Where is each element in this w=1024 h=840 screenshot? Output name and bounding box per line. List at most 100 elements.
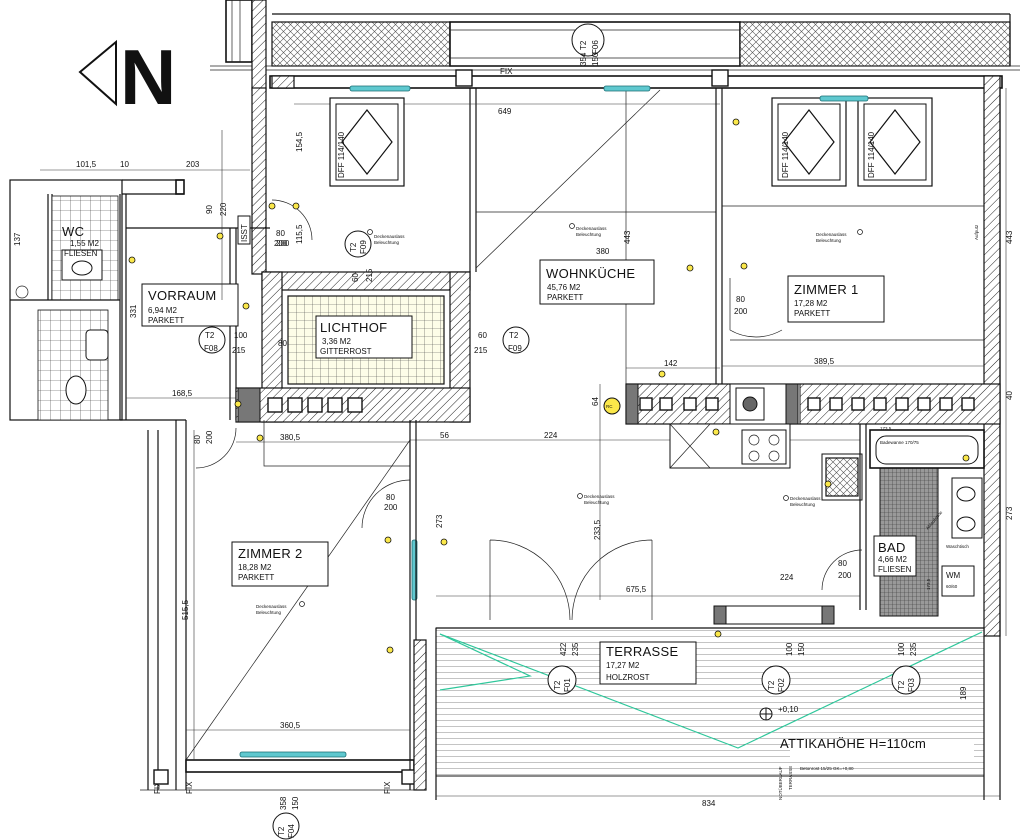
tag-t2f01-b: F01: [563, 678, 572, 692]
tag-t2f01-a: T2: [553, 680, 562, 690]
dim-168-5: 168,5: [172, 389, 193, 398]
vorraum-name: VORRAUM: [148, 288, 217, 303]
dim-443b: 443: [1005, 230, 1014, 244]
dim-80c: 80: [386, 493, 395, 502]
win-150a: 150: [797, 642, 806, 656]
dim-80f: 80: [278, 339, 287, 348]
zimmer2-name: ZIMMER 2: [238, 546, 303, 561]
win-150: 150: [591, 52, 600, 66]
dim-80a: 80: [276, 229, 285, 238]
waschtisch-label: Waschtisch: [946, 544, 969, 549]
note-deckenauslass-3: Deckenauslass: [816, 232, 847, 237]
dim-173-5b: 173,5: [926, 578, 931, 590]
roof-windows: DFF 114/140 DFF 114/140 DFF 114/140: [329, 97, 933, 187]
fix-bl-1: FIX: [153, 781, 162, 794]
dim-154-5: 154,5: [295, 131, 304, 152]
tag-t2f09b-a: T2: [349, 242, 358, 252]
tag-t2f03-b: F03: [907, 678, 916, 692]
dim-273b: 273: [1005, 506, 1014, 520]
bad-area: 4,66 M2: [878, 555, 907, 564]
wohnkueche-floor: PARKETT: [547, 293, 583, 302]
notueberlauf-label-2: TERRASSE: [788, 766, 793, 790]
tag-t2f04-a: T2: [277, 826, 286, 836]
north-arrow-icon: [78, 39, 117, 107]
dim-834: 834: [702, 799, 716, 808]
terrasse-area: 17,27 M2: [606, 661, 640, 670]
dim-224: 224: [544, 431, 558, 440]
dim-200e: 200: [205, 430, 214, 444]
top-left-dims: 101,5 10 203 154,5 115,5 90 220: [40, 130, 304, 300]
isst-label: ISST: [240, 224, 249, 242]
dim-137: 137: [13, 232, 22, 246]
dim-200c: 200: [384, 503, 398, 512]
note-beleuchtung-3: Beleuchtung: [816, 238, 842, 243]
dim-80b: 80: [736, 295, 745, 304]
tag-t2f09a-a: T2: [509, 331, 519, 340]
dim-215c: 215: [365, 268, 374, 282]
north-arrow: N: [78, 33, 176, 121]
tag-t2f08-a: T2: [205, 331, 215, 340]
dim-200f: 200: [276, 239, 290, 248]
lichthof-floor: GITTERROST: [320, 347, 372, 356]
dim-220: 220: [219, 202, 228, 216]
note-beleuchtung-6: Beleuchtung: [256, 610, 282, 615]
terrasse-floor: HOLZROST: [606, 673, 650, 682]
win-358: 358: [279, 796, 288, 810]
dim-515-5: 515,5: [181, 599, 190, 620]
dim-101-5: 101,5: [76, 160, 97, 169]
dim-56: 56: [440, 431, 449, 440]
dim-200d: 200: [838, 571, 852, 580]
zimmer2-room: ZIMMER 2 18,28 M2 PARKETT 515,5 360,5 FI…: [153, 420, 444, 794]
dim-203: 203: [186, 160, 200, 169]
tag-t2f03-a: T2: [897, 680, 906, 690]
dim-10: 10: [120, 160, 129, 169]
note-beleuchtung-4: Beleuchtung: [584, 500, 610, 505]
wohnkueche-area: 45,76 M2: [547, 283, 581, 292]
win-235: 235: [571, 642, 580, 656]
terrasse-area: TERRASSE 17,27 M2 HOLZROST +0,10 ATTIKAH…: [435, 627, 1000, 808]
electrical-symbols: [128, 118, 970, 654]
dim-80d: 80: [838, 559, 847, 568]
note-beleuchtung-1: Beleuchtung: [374, 240, 400, 245]
dim-64: 64: [591, 397, 600, 406]
terrasse-name: TERRASSE: [606, 644, 679, 659]
bad-name: BAD: [878, 540, 906, 555]
win-100a: 100: [785, 642, 794, 656]
notueberlauf-label-1: NOTÜBERLAUF: [777, 766, 783, 800]
dim-189: 189: [959, 686, 968, 700]
tag-t2f02-b: F02: [777, 678, 786, 692]
note-deckenauslass-2: Deckenauslass: [576, 226, 607, 231]
zimmer2-floor: PARKETT: [238, 573, 274, 582]
wc-name: WC: [62, 224, 84, 239]
tag-t2f06-b: F06: [591, 40, 600, 54]
wc-area: WC 1,55 M2 FLIESEN 137: [9, 179, 123, 421]
dim-60b: 60: [351, 273, 360, 282]
wohnkueche-room: WOHNKÜCHE 45,76 M2 PARKETT 649 380 443 1…: [193, 88, 863, 621]
tag-t2f09b-b: F09: [359, 240, 368, 254]
dim-273: 273: [435, 514, 444, 528]
tag-t2f02-a: T2: [767, 680, 776, 690]
vorraum-room: VORRAUM 6,94 M2 PARKETT 331 168,5: [126, 227, 270, 420]
dim-380-5: 380,5: [280, 433, 301, 442]
dff-label-3: DFF 114/140: [867, 131, 876, 178]
tag-t2f08-b: F08: [204, 344, 218, 353]
window-tags: T2 F08 100 215 T2 F09 60 215 T2 F09 T2 F…: [198, 23, 605, 355]
note-deckenauslass-1: Deckenauslass: [374, 234, 405, 239]
note-deckenauslass-5: Deckenauslass: [790, 496, 821, 501]
dim-173-5: 173,5: [880, 426, 892, 431]
dim-331: 331: [129, 304, 138, 318]
fix-top-label: FIX: [500, 67, 513, 76]
dim-215b: 215: [474, 346, 488, 355]
attika-label: ATTIKAHÖHE H=110cm: [780, 736, 926, 751]
dim-60: 60: [478, 331, 487, 340]
win-422: 422: [559, 642, 568, 656]
wm-size: 60/60: [946, 584, 958, 589]
badewanne-label: Badewanne 170/75: [880, 440, 919, 445]
dim-649: 649: [498, 107, 512, 116]
dim-64b: 40: [1005, 391, 1014, 400]
north-letter: N: [120, 33, 176, 121]
dim-100: 100: [234, 331, 248, 340]
dim-90: 90: [205, 205, 214, 214]
wohnkueche-name: WOHNKÜCHE: [546, 266, 635, 281]
win-235b: 235: [909, 642, 918, 656]
